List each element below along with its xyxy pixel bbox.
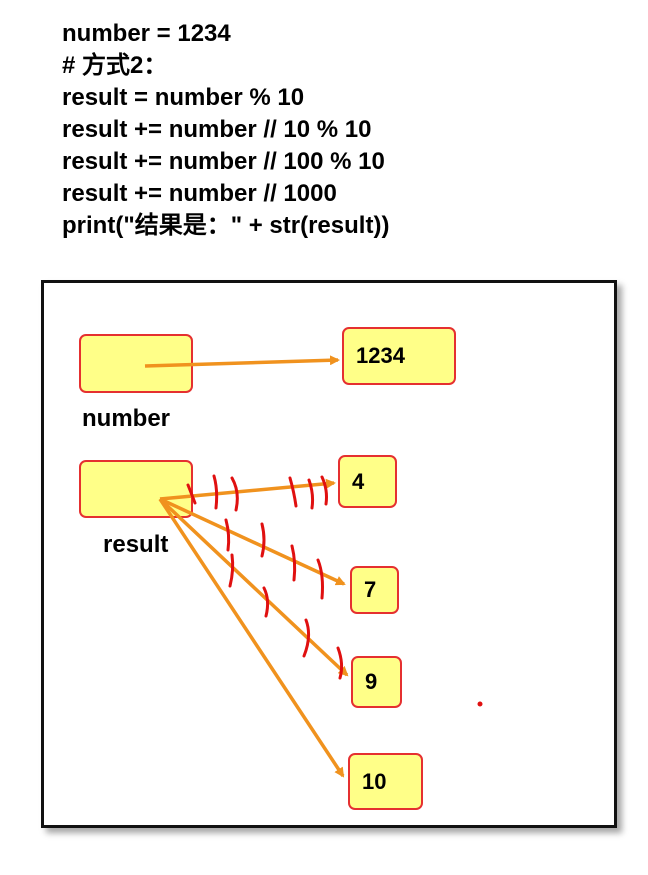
result-value-box: 7	[350, 566, 399, 614]
result-variable-box	[79, 460, 193, 518]
code-line: result = number % 10	[62, 84, 305, 111]
result-variable-label: result	[103, 531, 169, 558]
result-value-box: 9	[351, 656, 402, 708]
result-value-box: 10	[348, 753, 423, 810]
code-block: number = 1234 # 方式2： result = number % 1…	[62, 18, 389, 242]
code-line: print("结果是：" + str(result))	[62, 212, 390, 239]
number-value-box: 1234	[342, 327, 456, 385]
code-line: # 方式2：	[62, 52, 168, 79]
code-line: result += number // 100 % 10	[62, 148, 385, 175]
result-value-box: 4	[338, 455, 397, 508]
result-value: 7	[364, 577, 377, 602]
code-line: number = 1234	[62, 20, 231, 47]
result-value: 4	[352, 468, 365, 494]
result-value: 9	[365, 669, 378, 694]
code-line: result += number // 10 % 10	[62, 116, 372, 143]
number-variable-box	[79, 334, 193, 393]
code-line: result += number // 1000	[62, 180, 337, 207]
number-variable-label: number	[82, 405, 171, 432]
number-value: 1234	[356, 343, 405, 368]
result-value: 10	[362, 768, 387, 794]
